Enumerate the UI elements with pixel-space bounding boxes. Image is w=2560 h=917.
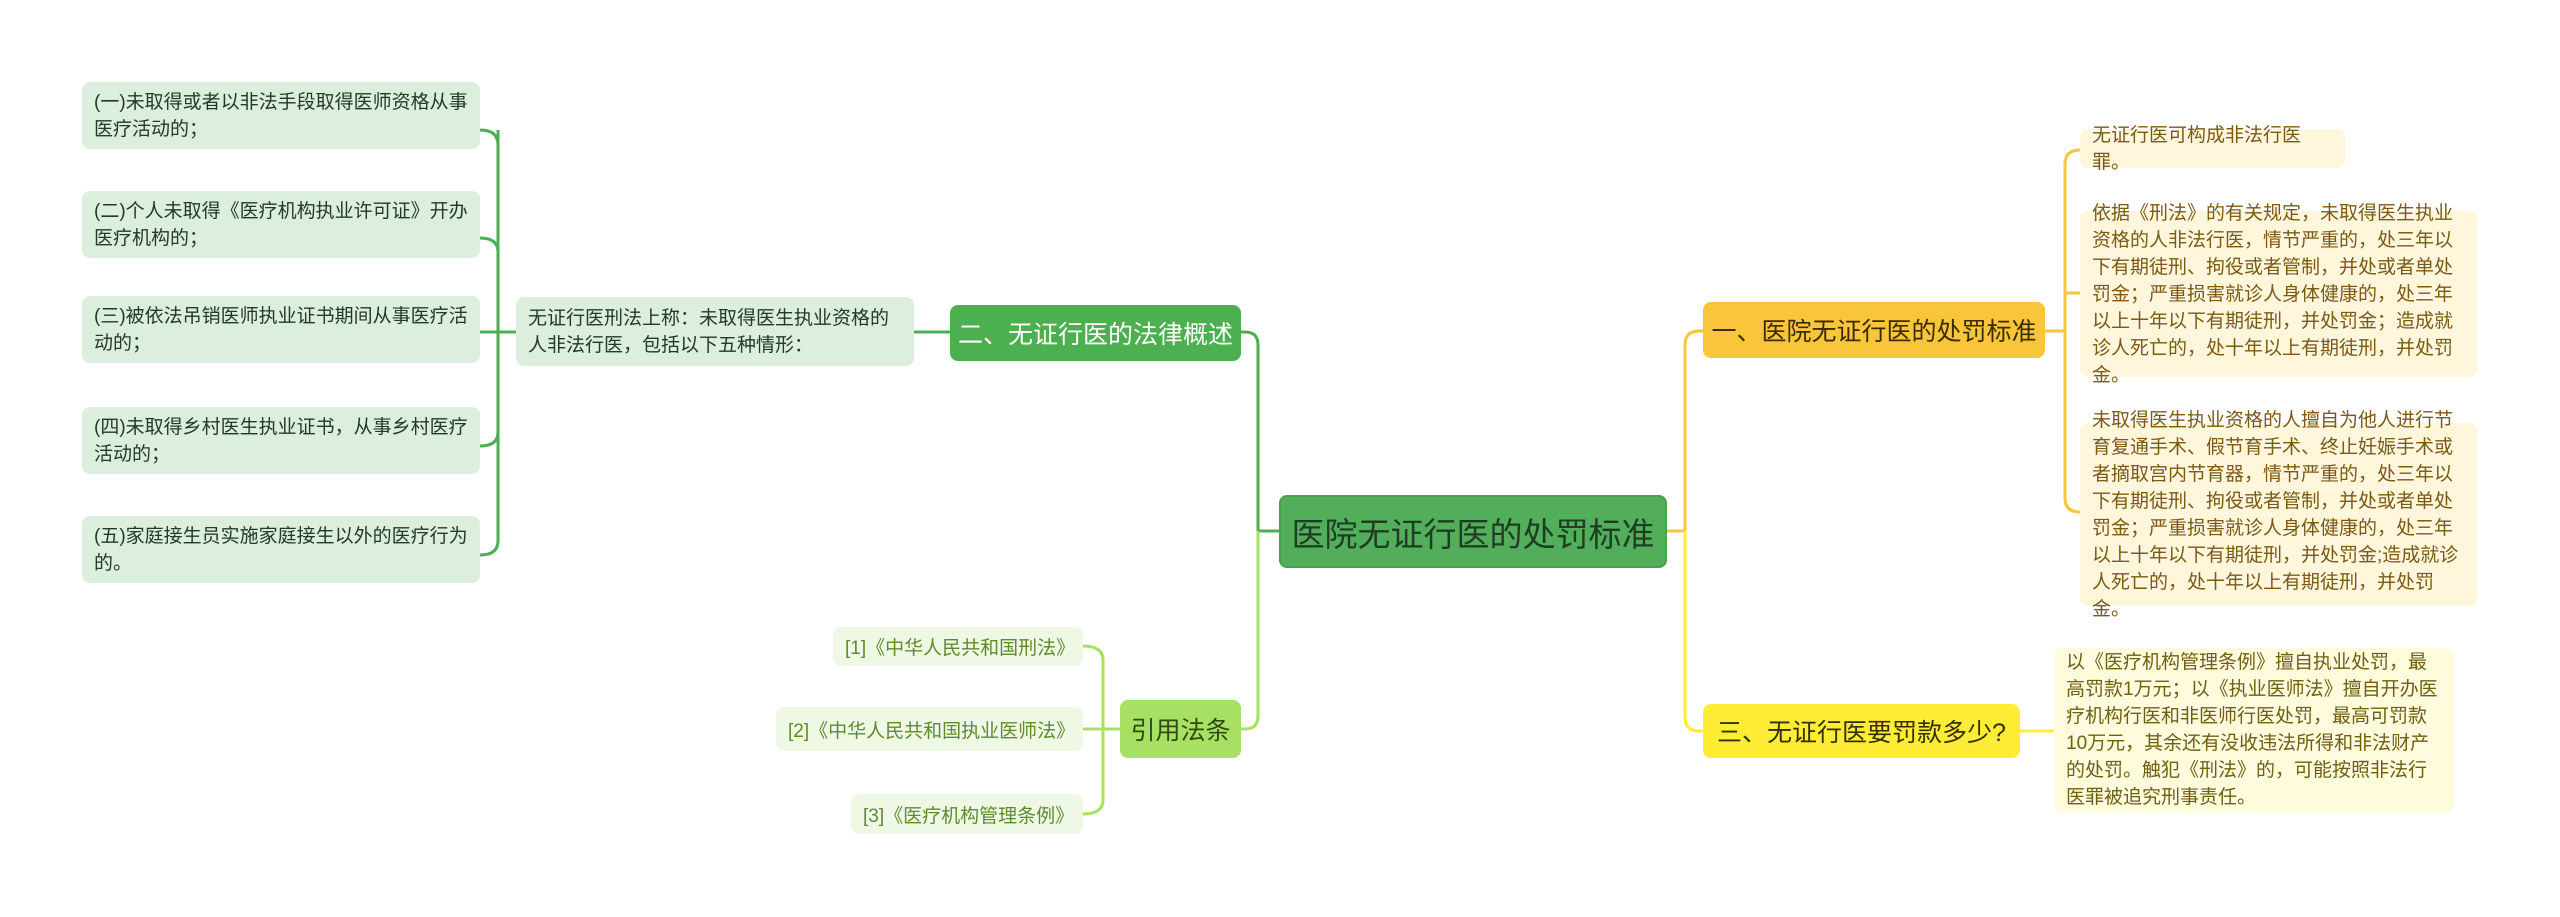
legal-item-5[interactable]: (五)家庭接生员实施家庭接生以外的医疗行为的。	[82, 516, 480, 583]
topic-legal-overview[interactable]: 二、无证行医的法律概述	[950, 305, 1241, 361]
legal-item-3[interactable]: (三)被依法吊销医师执业证书期间从事医疗活动的；	[82, 296, 480, 363]
legal-item-1[interactable]: (一)未取得或者以非法手段取得医师资格从事医疗活动的；	[82, 82, 480, 149]
penalty-item-3[interactable]: 未取得医生执业资格的人擅自为他人进行节育复通手术、假节育手术、终止妊娠手术或者摘…	[2080, 410, 2477, 620]
legal-item-2[interactable]: (二)个人未取得《医疗机构执业许可证》开办医疗机构的；	[82, 191, 480, 258]
topic-cited-laws[interactable]: 引用法条	[1120, 700, 1241, 758]
cited-law-1[interactable]: [1]《中华人民共和国刑法》	[833, 627, 1083, 666]
legal-item-4[interactable]: (四)未取得乡村医生执业证书，从事乡村医疗活动的；	[82, 407, 480, 474]
fine-item-1[interactable]: 以《医疗机构管理条例》擅自执业处罚，最高罚款1万元；以《执业医师法》擅自开办医疗…	[2054, 648, 2454, 812]
root-topic[interactable]: 医院无证行医的处罚标准	[1279, 495, 1667, 568]
topic-fine-amount[interactable]: 三、无证行医要罚款多少?	[1703, 704, 2020, 758]
topic-penalty-standard[interactable]: 一、医院无证行医的处罚标准	[1703, 302, 2045, 358]
cited-law-3[interactable]: [3]《医疗机构管理条例》	[851, 794, 1083, 834]
cited-law-2[interactable]: [2]《中华人民共和国执业医师法》	[776, 707, 1083, 751]
legal-summary[interactable]: 无证行医刑法上称：未取得医生执业资格的人非法行医，包括以下五种情形：	[516, 297, 914, 366]
penalty-item-2[interactable]: 依据《刑法》的有关规定，未取得医生执业资格的人非法行医，情节严重的，处三年以下有…	[2080, 203, 2477, 386]
penalty-item-1[interactable]: 无证行医可构成非法行医罪。	[2080, 125, 2345, 173]
